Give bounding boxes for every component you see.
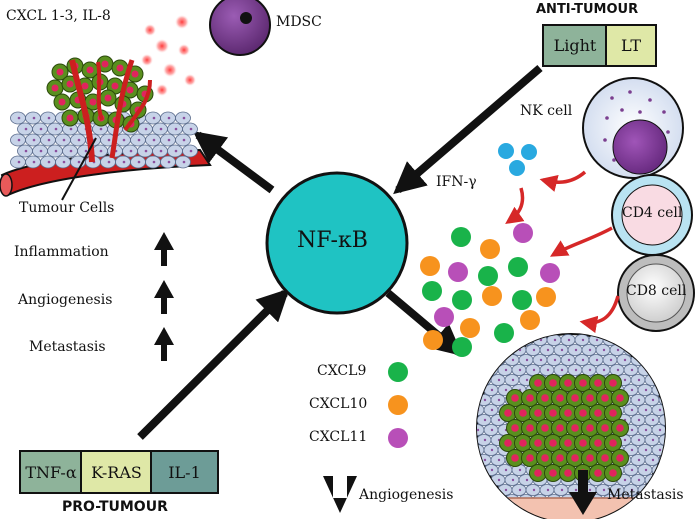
cd8-cell	[617, 254, 695, 332]
legend-dot-cxcl10	[388, 395, 408, 415]
tumour-illustration-top-left	[0, 55, 212, 201]
nfkb-label: NF-κB	[297, 228, 368, 253]
legend-dot-cxcl11	[388, 428, 408, 448]
ifn-gamma-dots	[498, 143, 537, 176]
pro-effect-up-arrows	[154, 232, 174, 361]
factor-il-1: IL-1	[150, 450, 219, 494]
legend-dot-cxcl9	[388, 362, 408, 382]
anti-effect-angiogenesis-label: Angiogenesis	[359, 487, 454, 503]
legend-label-cxcl9: CXCL9	[317, 363, 367, 379]
arrow-nfkb-to-tumour	[192, 131, 275, 194]
arrow-anti-tumour-to-nfkb	[393, 64, 543, 195]
anti-tumour-title: ANTI-TUMOUR	[536, 2, 639, 17]
red-arrows	[505, 170, 620, 334]
effect-metastasis-label: Metastasis	[29, 339, 106, 355]
chemokine-legend-dots	[388, 362, 408, 448]
effect-angiogenesis-label: Angiogenesis	[18, 292, 113, 308]
cd4-cell	[611, 174, 693, 256]
factor-tnf-alpha: TNF-α	[19, 450, 83, 494]
nk-cell-label: NK cell	[520, 103, 573, 119]
arrow-nfkb-to-chemokines	[385, 289, 463, 357]
tumour-cells-label: Tumour Cells	[19, 200, 115, 216]
effect-inflammation-label: Inflammation	[14, 244, 109, 260]
mdsc-label: MDSC	[276, 14, 322, 30]
cd8-cell-label: CD8 cell	[626, 283, 687, 299]
chemokine-cluster	[420, 223, 560, 357]
factor-k-ras: K-RAS	[80, 450, 153, 494]
mdsc-cell	[209, 0, 271, 56]
cd4-cell-label: CD4 cell	[622, 205, 683, 221]
secreted-chemokine-dots	[141, 15, 196, 96]
nfkb-circle	[265, 171, 409, 315]
nk-cell	[582, 77, 684, 179]
legend-label-cxcl10: CXCL10	[309, 396, 368, 412]
chemokines-top-label: CXCL 1-3, IL-8	[6, 8, 111, 24]
arrow-pro-tumour-to-nfkb	[137, 288, 290, 440]
anti-effect-down-arrows	[323, 470, 597, 515]
pro-tumour-title: PRO-TUMOUR	[62, 499, 168, 515]
anti-effect-metastasis-label: Metastasis	[607, 487, 684, 503]
factor-light: Light	[542, 24, 608, 67]
factor-lt: LT	[605, 24, 657, 67]
ifn-gamma-label: IFN-γ	[436, 174, 477, 190]
legend-label-cxcl11: CXCL11	[309, 429, 368, 445]
